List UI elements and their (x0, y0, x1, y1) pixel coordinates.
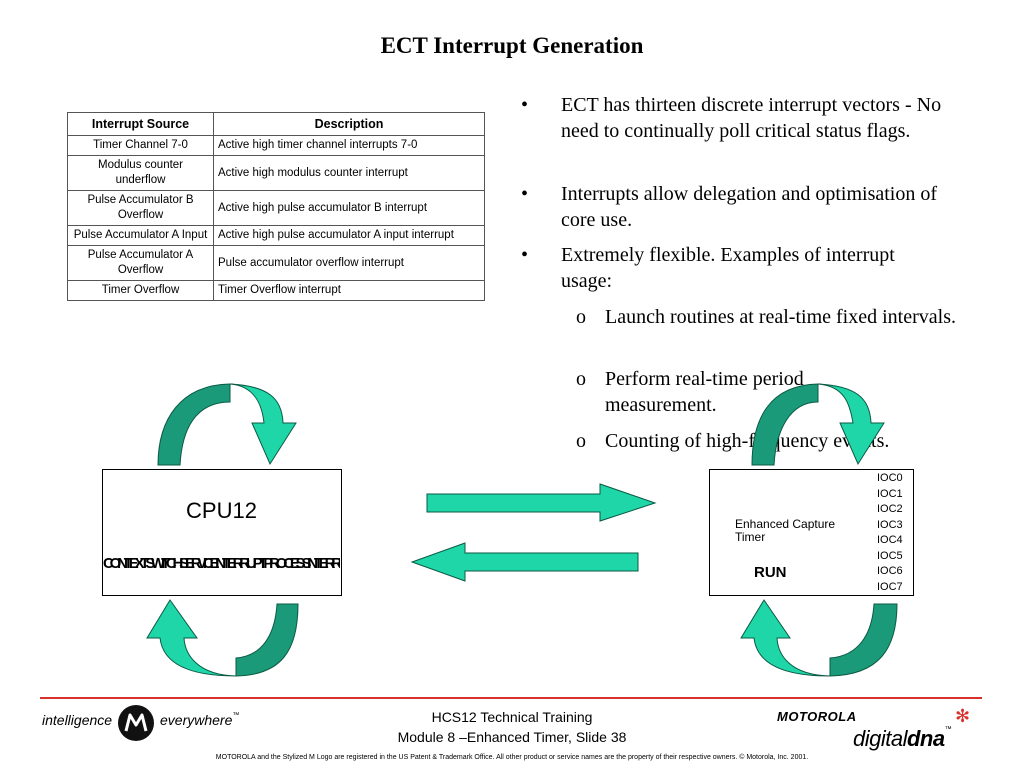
cpu12-label: CPU12 (186, 498, 257, 523)
table-cell-description: Active high pulse accumulator B interrup… (213, 190, 485, 226)
sub-bullet-marker: o (576, 368, 586, 390)
ioc-channel: IOC3 (877, 518, 903, 531)
dna-text: dna (906, 726, 945, 751)
table-row: Pulse Accumulator A Input Active high pu… (67, 225, 485, 246)
cpu12-box: CPU12 CONTEXT SWITCH SERVICE INTERRUPT P… (102, 469, 342, 596)
footer-divider (40, 697, 982, 699)
bullet-marker: • (521, 244, 529, 266)
ioc-channel: IOC4 (877, 534, 903, 546)
tagline-trademark: ™ (232, 712, 240, 719)
table-row: Pulse Accumulator A Overflow Pulse accum… (67, 245, 485, 281)
table-cell-source: Timer Overflow (67, 280, 214, 301)
footer-center: HCS12 Technical Training Module 8 –Enhan… (312, 707, 712, 747)
cpu-bottom-loop-arrow (146, 599, 299, 677)
table-cell-description: Active high pulse accumulator A input in… (213, 225, 485, 246)
cpu12-overlapping-states: CONTEXT SWITCH SERVICE INTERRUPT PROCESS… (103, 555, 340, 572)
ioc-channel: IOC5 (877, 549, 903, 562)
slide-title: ECT Interrupt Generation (380, 33, 644, 58)
cpu-top-loop-arrow (157, 383, 297, 466)
table-cell-description: Active high modulus counter interrupt (213, 155, 485, 191)
sub-bullet-marker: o (576, 430, 586, 452)
course-title: HCS12 Technical Training (431, 709, 593, 725)
sub-bullet-text: Counting of high-frequency events. (605, 430, 890, 452)
tagline-right-wrap: everywhere™ (160, 712, 239, 728)
motorola-m-logo-icon (118, 705, 154, 741)
digital-text: digital (853, 726, 907, 751)
table-cell-description: Timer Overflow interrupt (213, 280, 485, 301)
legal-notice: MOTOROLA and the Stylized M Logo are reg… (215, 754, 809, 761)
bullet-marker: • (521, 94, 529, 116)
sub-bullet-marker: o (576, 306, 586, 328)
bullet-text: ECT has thirteen discrete interrupt vect… (561, 94, 942, 142)
table-row: Timer Channel 7-0 Active high timer chan… (67, 135, 485, 156)
ioc-channel: IOC2 (877, 503, 903, 515)
ioc-channel: IOC1 (877, 487, 903, 500)
arrow-right (426, 483, 657, 522)
dna-flower-icon: ✻ (955, 706, 971, 727)
column-header: Interrupt Source (67, 112, 214, 136)
table-row: Timer Overflow Timer Overflow interrupt (67, 280, 485, 301)
table-row: Modulus counter underflow Active high mo… (67, 155, 485, 191)
ioc-channel: IOC0 (877, 472, 903, 484)
ect-bottom-loop-arrow (740, 599, 898, 677)
tagline-left: intelligence (42, 712, 113, 728)
bullet-text: Interrupts allow delegation and optimisa… (561, 183, 938, 231)
motorola-wordmark: MOTOROLA (777, 709, 857, 724)
ect-label-line1: Enhanced Capture (735, 517, 836, 531)
sub-bullet-text: Perform real-time period measurement. (605, 368, 804, 416)
ect-run-status: RUN (754, 564, 787, 581)
ioc-channel-list: IOC0 IOC1 IOC2 IOC3 IOC4 IOC5 IOC6 IOC7 (877, 471, 903, 595)
ect-box: Enhanced Capture Timer RUN IOC0 IOC1 IOC… (709, 469, 914, 596)
table-cell-description: Pulse accumulator overflow interrupt (213, 245, 485, 281)
ect-label: Enhanced Capture Timer (735, 518, 835, 544)
bullet-marker: • (521, 183, 529, 205)
ect-label-line2: Timer (735, 530, 766, 544)
ioc-channel: IOC6 (877, 565, 903, 577)
sub-bullet-text: Launch routines at real-time fixed inter… (605, 306, 956, 328)
digital-dna-logo: digitaldna™ (853, 726, 952, 752)
interrupt-table: Interrupt Source Description Timer Chann… (67, 112, 485, 301)
ioc-channel: IOC7 (877, 580, 903, 593)
table-cell-description: Active high timer channel interrupts 7-0 (213, 135, 485, 156)
arrow-left (410, 542, 639, 582)
tagline: intelligence (42, 712, 112, 728)
table-cell-source: Pulse Accumulator A Overflow (67, 245, 214, 281)
dna-trademark: ™ (944, 726, 952, 733)
ect-top-loop-arrow (751, 383, 885, 466)
table-header-row: Interrupt Source Description (67, 112, 485, 136)
bullet-text: Extremely flexible. Examples of interrup… (561, 244, 895, 292)
table-cell-source: Modulus counter underflow (67, 155, 214, 191)
table-cell-source: Pulse Accumulator A Input (67, 225, 214, 246)
tagline-right: everywhere (160, 712, 233, 728)
module-slide: Module 8 –Enhanced Timer, Slide 38 (397, 729, 627, 745)
